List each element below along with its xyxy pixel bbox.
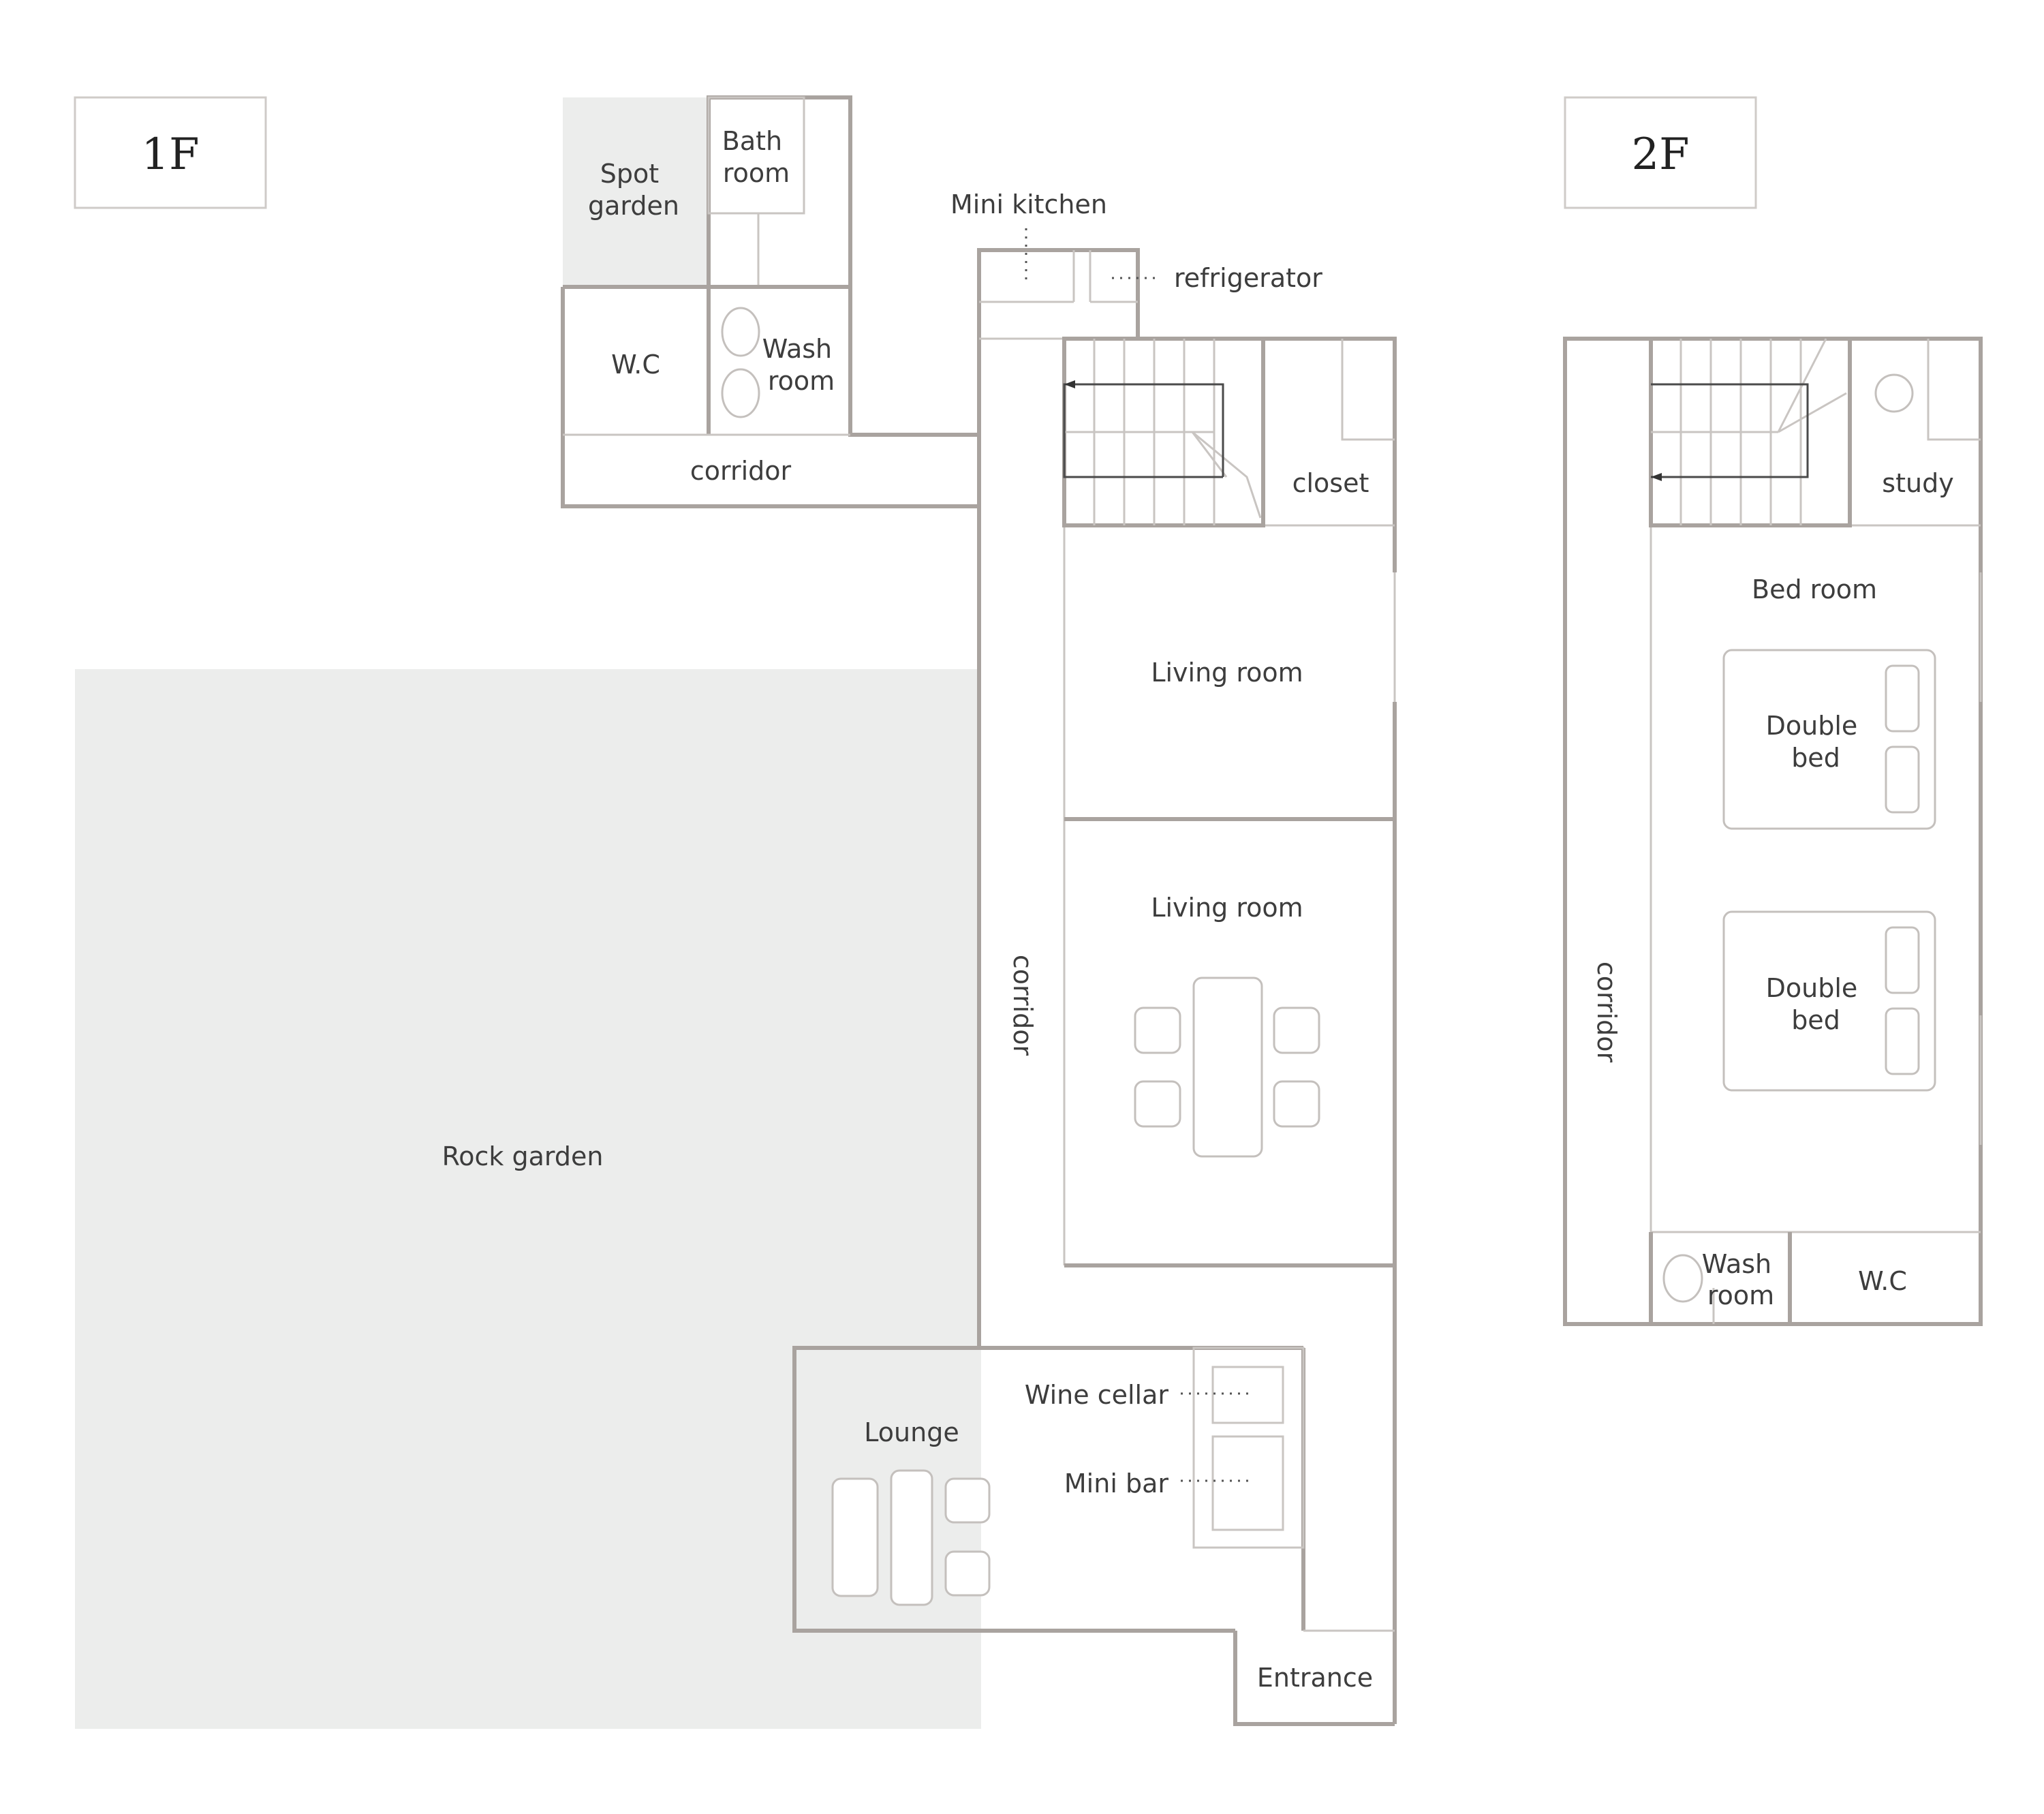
closet-label: closet <box>1292 468 1369 498</box>
lounge-label: Lounge <box>864 1417 959 1447</box>
corridor-2f-label: corridor <box>1592 962 1622 1063</box>
corridor-vertical-1f-label: corridor <box>1008 955 1038 1056</box>
corridor-top-label: corridor <box>690 456 792 486</box>
floor-tag-1f: 1F <box>74 96 267 209</box>
wc-1f-label: W.C <box>611 350 660 380</box>
spot-garden-area <box>563 97 709 287</box>
wc-2f-label: W.C <box>1858 1266 1907 1296</box>
living-room-1-label: Living room <box>1151 658 1303 688</box>
mini-kitchen-label: Mini kitchen <box>950 189 1107 219</box>
rock-garden-area <box>75 669 981 1729</box>
wash-room-1f-label: Wash room <box>762 334 840 396</box>
first-floor-top-wing <box>561 95 981 508</box>
study-label: study <box>1882 468 1953 498</box>
dining-set <box>1134 977 1320 1158</box>
double-bed-2 <box>1722 910 1936 1092</box>
floor-tag-2f: 2F <box>1564 96 1757 209</box>
bath-room-label: Bath room <box>722 126 790 188</box>
wine-cellar-label: Wine cellar <box>1025 1380 1169 1410</box>
spot-garden-label: Spot garden <box>588 159 679 221</box>
svg-text:1F: 1F <box>141 129 199 180</box>
rock-garden-label: Rock garden <box>442 1141 604 1171</box>
first-floor-main <box>977 337 1397 1724</box>
wash-room-2f-label: Wash room <box>1702 1249 1780 1310</box>
stairs-2f <box>1651 338 1847 525</box>
entrance-label: Entrance <box>1257 1663 1373 1693</box>
mini-bar-label: Mini bar <box>1064 1469 1168 1498</box>
bed-room-label: Bed room <box>1752 574 1877 604</box>
double-bed-1-label: Double bed <box>1766 711 1866 773</box>
refrigerator-label: refrigerator <box>1174 263 1322 293</box>
double-bed-2-label: Double bed <box>1766 973 1866 1035</box>
double-bed-1 <box>1722 649 1936 830</box>
living-room-2-label: Living room <box>1151 893 1303 923</box>
second-floor <box>1563 337 1983 1326</box>
stairs-1f <box>1063 339 1262 525</box>
svg-text:2F: 2F <box>1631 129 1689 180</box>
lounge-block <box>792 1346 1395 1726</box>
mini-kitchen-block <box>977 248 1140 435</box>
